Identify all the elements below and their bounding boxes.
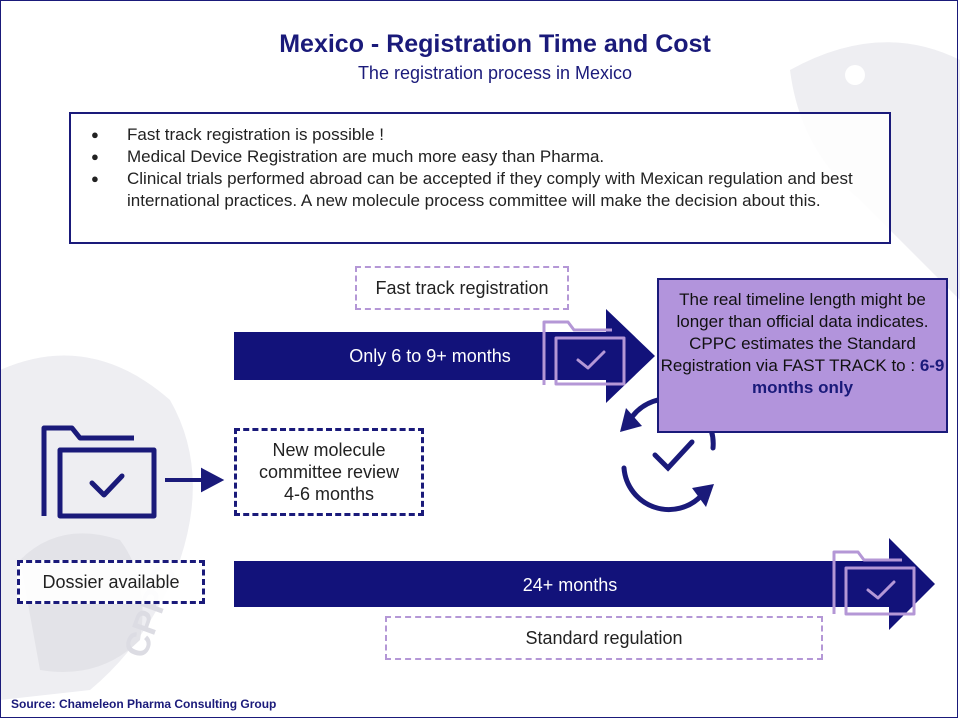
note-highlight: 6-9 months only [751, 356, 945, 397]
right-arrow-icon [165, 467, 225, 493]
bullet-item: Clinical trials performed abroad can be … [91, 168, 879, 212]
standard-arrow [234, 538, 935, 630]
folder-check-icon [542, 320, 626, 386]
bullet-item: Medical Device Registration are much mor… [91, 146, 879, 168]
committee-line2: committee review [258, 462, 400, 482]
folder-check-icon [832, 550, 916, 616]
dossier-available-box: Dossier available [17, 560, 205, 604]
committee-review-box: New molecule committee review 4-6 months [234, 428, 424, 516]
bullet-item: Fast track registration is possible ! [91, 124, 879, 146]
committee-line1: New molecule [272, 440, 386, 460]
committee-line3: 4-6 months [283, 484, 375, 504]
fast-track-arrow [234, 309, 655, 403]
bullet-box: Fast track registration is possible ! Me… [69, 112, 891, 244]
note-line1: The real timeline length might be longer… [676, 290, 929, 331]
source-caption: Source: Chameleon Pharma Consulting Grou… [11, 697, 277, 711]
page-title: Mexico - Registration Time and Cost [279, 30, 711, 58]
timeline-note: The real timeline length might be longer… [657, 278, 948, 433]
folder-check-icon [41, 425, 157, 519]
note-line2: CPPC estimates the Standard Registration… [660, 334, 920, 375]
fast-track-duration: Only 6 to 9+ months [349, 346, 511, 366]
page-subtitle: The registration process in Mexico [357, 63, 633, 83]
standard-regulation-label: Standard regulation [385, 616, 823, 660]
standard-duration: 24+ months [522, 575, 618, 595]
fast-track-label: Fast track registration [355, 266, 569, 310]
